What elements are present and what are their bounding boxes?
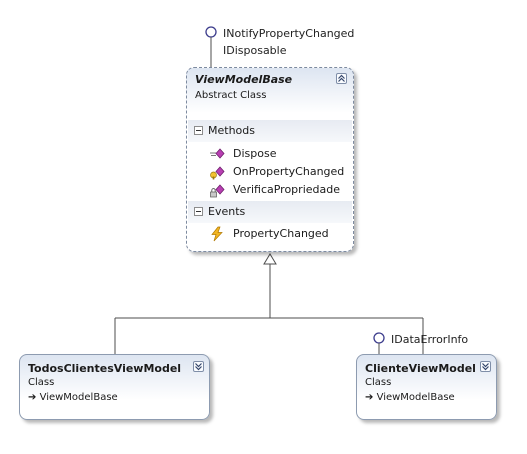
base-class-name: ViewModelBase xyxy=(39,392,118,403)
private-method-icon xyxy=(210,184,225,198)
section-header-events[interactable]: Events xyxy=(188,201,352,223)
expand-down-icon[interactable] xyxy=(193,361,204,372)
class-kind: Class xyxy=(365,377,392,388)
inherits-arrow-icon: ➔ xyxy=(365,392,374,403)
event-lightning-icon xyxy=(211,226,223,242)
inherits-arrow-icon: ➔ xyxy=(28,392,37,403)
collapse-up-icon[interactable] xyxy=(336,73,347,84)
section-header-methods[interactable]: Methods xyxy=(188,120,352,142)
interface-label-idisposable: IDisposable xyxy=(223,44,287,57)
class-viewmodelbase[interactable]: ViewModelBase Abstract Class Methods Dis… xyxy=(186,67,354,252)
member-name: OnPropertyChanged xyxy=(233,165,345,178)
class-base: ➔ ViewModelBase xyxy=(365,392,455,403)
section-title: Methods xyxy=(208,124,255,137)
interface-lollipop-inotifypropertychanged xyxy=(205,26,217,38)
base-class-name: ViewModelBase xyxy=(376,392,455,403)
class-name: TodosClientesViewModel xyxy=(28,362,182,375)
collapse-minus-icon[interactable] xyxy=(194,207,203,216)
collapse-minus-icon[interactable] xyxy=(194,126,203,135)
interface-label-idataerrorinfo: IDataErrorInfo xyxy=(391,333,469,346)
member-name: PropertyChanged xyxy=(233,227,329,240)
class-todosclientesviewmodel[interactable]: TodosClientesViewModel Class ➔ ViewModel… xyxy=(19,354,210,420)
interface-label-inotifypropertychanged: INotifyPropertyChanged xyxy=(223,27,355,40)
class-name: ClienteViewModel xyxy=(365,362,476,375)
interface-lollipop-idataerrorinfo xyxy=(373,332,385,344)
class-clienteviewmodel[interactable]: ClienteViewModel Class ➔ ViewModelBase xyxy=(356,354,497,420)
inheritance-arrowhead xyxy=(263,253,277,265)
class-name: ViewModelBase xyxy=(195,73,293,86)
expand-down-icon[interactable] xyxy=(480,361,491,372)
member-name: Dispose xyxy=(233,147,277,160)
class-kind: Abstract Class xyxy=(195,90,267,101)
section-title: Events xyxy=(208,205,246,218)
class-kind: Class xyxy=(28,377,55,388)
method-icon xyxy=(210,148,225,159)
member-name: VerificaPropriedade xyxy=(233,183,340,196)
protected-method-icon xyxy=(210,166,225,180)
class-base: ➔ ViewModelBase xyxy=(28,392,118,403)
